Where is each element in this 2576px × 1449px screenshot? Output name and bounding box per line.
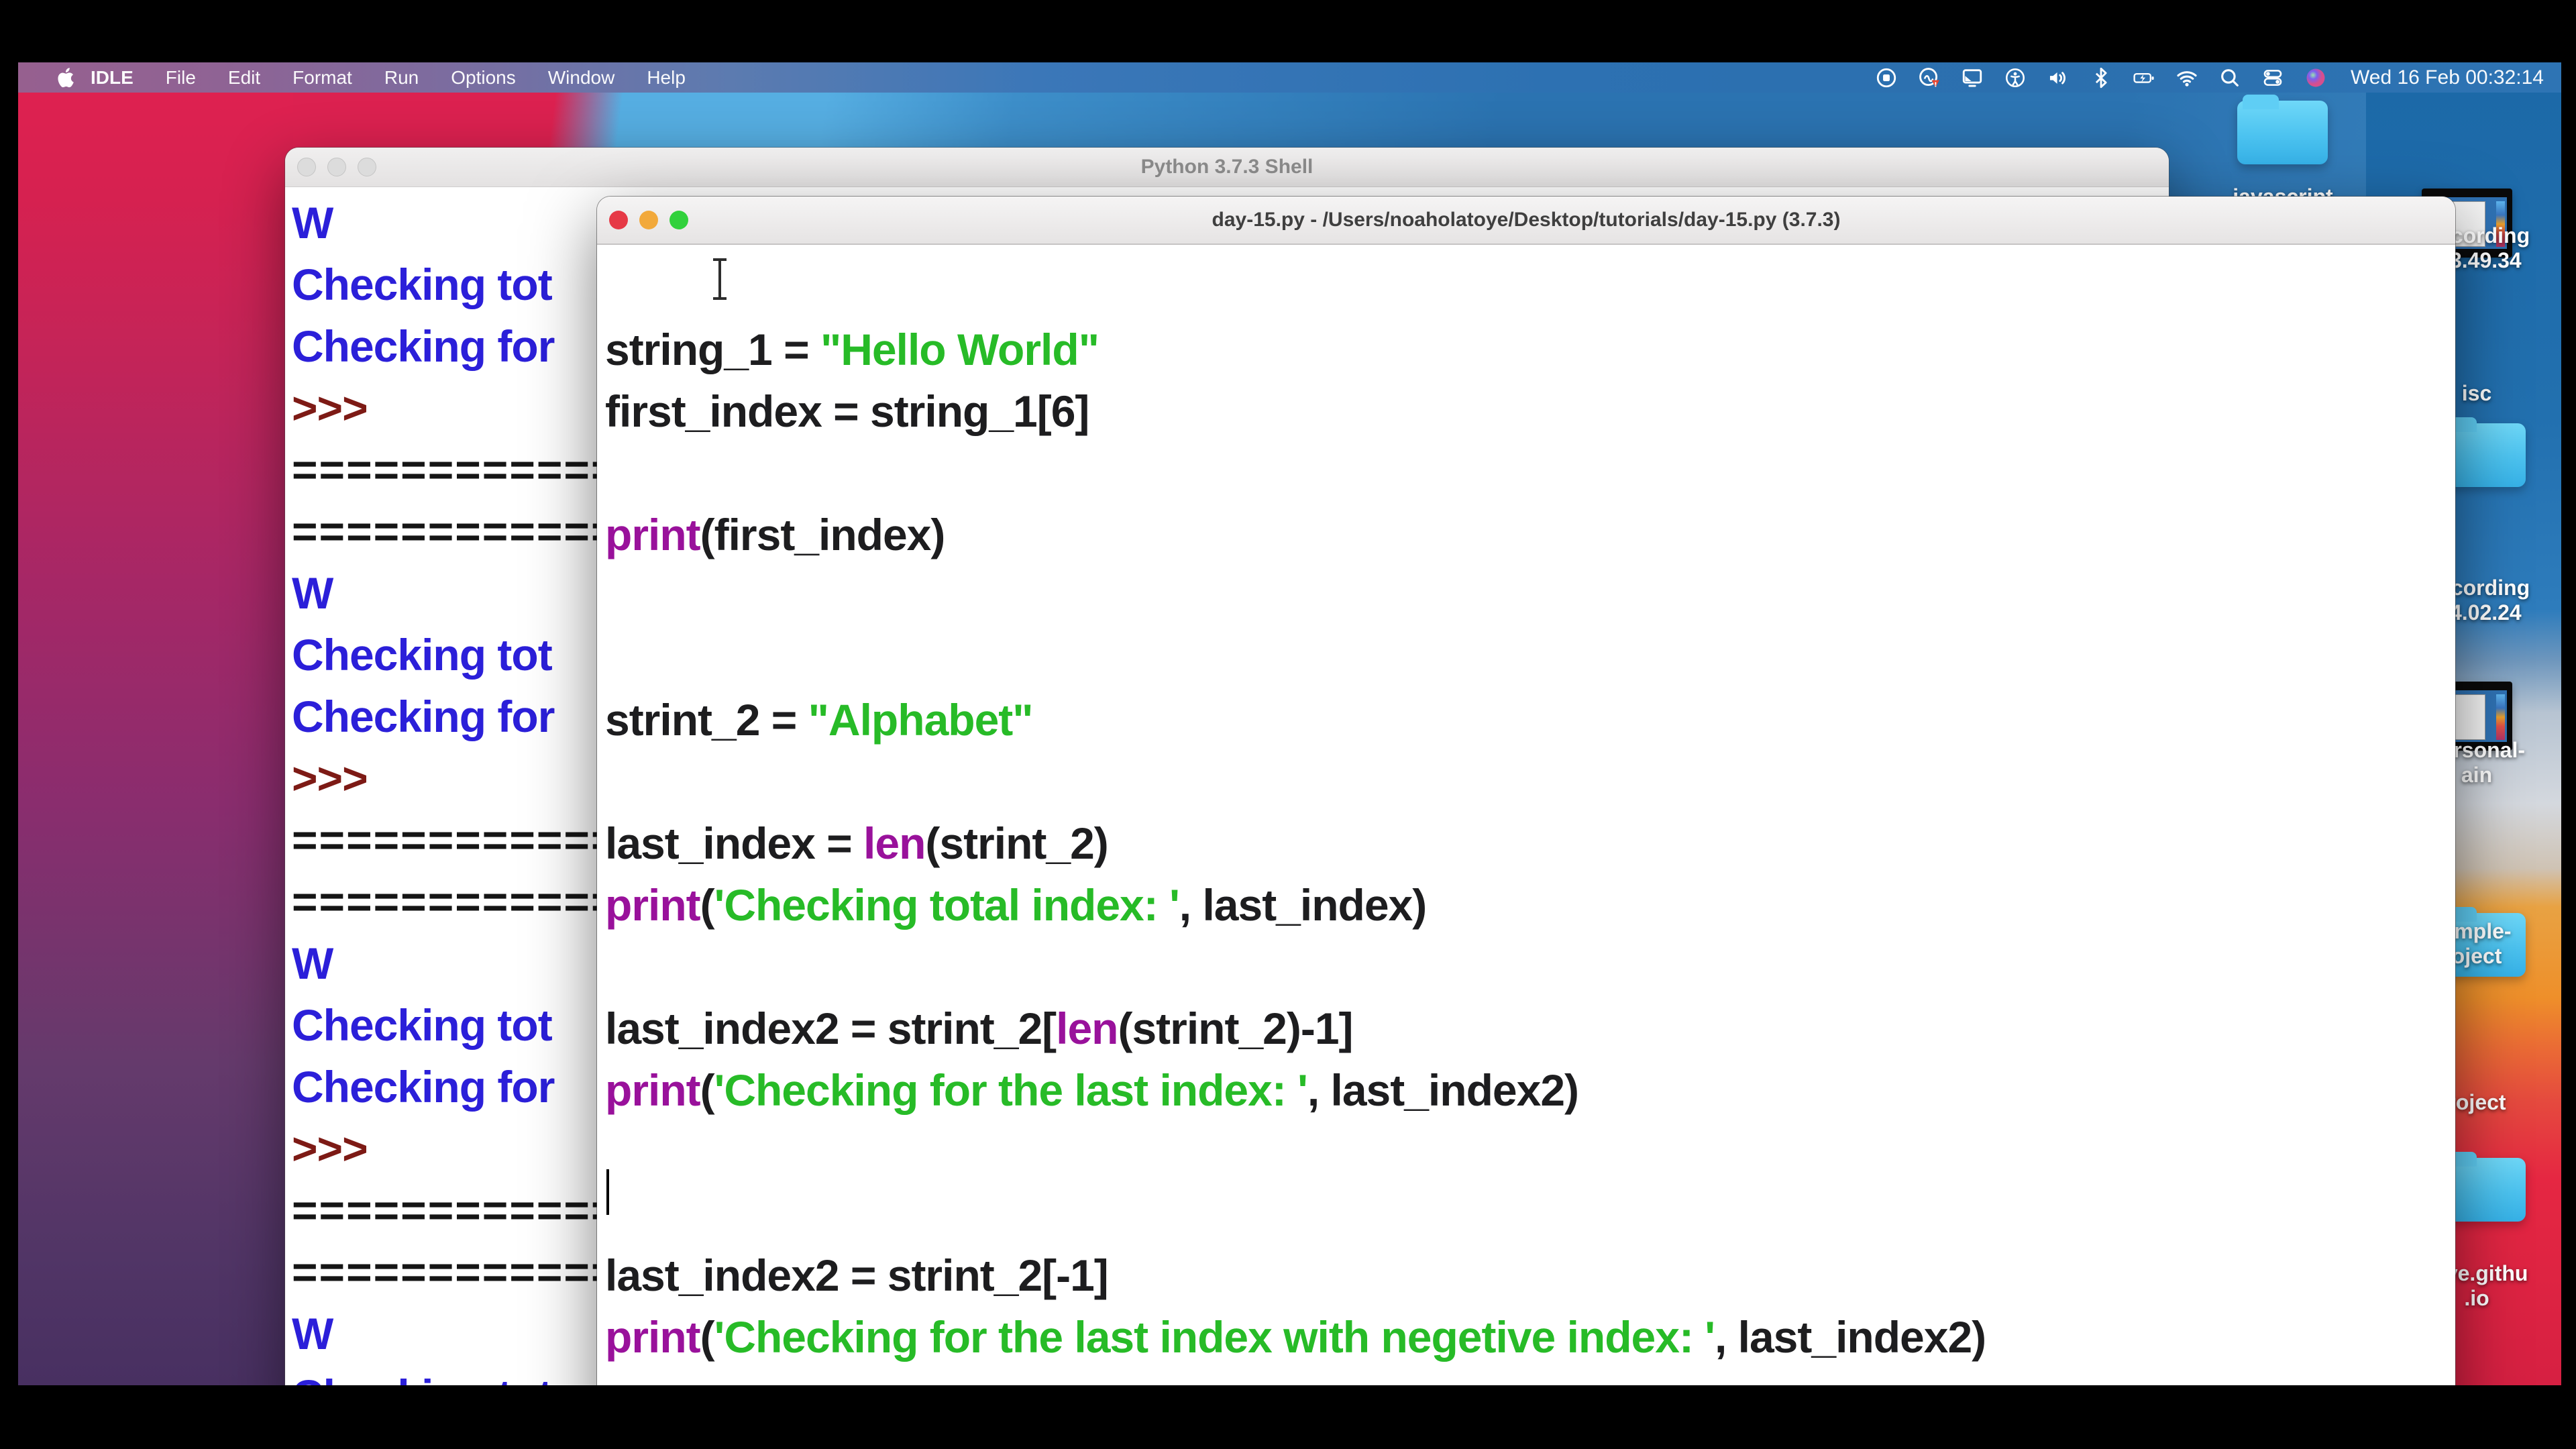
project-folder-label: roject — [2447, 1090, 2506, 1114]
javascript-folder[interactable] — [2237, 95, 2328, 164]
shell-line: Checking tot — [292, 1364, 2169, 1385]
shell-line: Checking for — [292, 1062, 555, 1112]
shell-line: ============= — [292, 506, 646, 556]
battery-charging-icon[interactable] — [2132, 66, 2156, 90]
thumbnail-dock-strip — [2496, 201, 2506, 247]
siri-icon[interactable] — [2304, 66, 2328, 90]
menu-item-file[interactable]: File — [165, 66, 196, 88]
code-line — [605, 751, 2455, 812]
code-line: print('Checking for the last index: ', l… — [605, 1065, 1579, 1115]
code-line: print('Checking total index: ', last_ind… — [605, 880, 1427, 930]
code-editor-area[interactable]: string_1 = "Hello World" first_index = s… — [597, 245, 2455, 1385]
editor-window: day-15.py - /Users/noaholatoye/Desktop/t… — [597, 197, 2455, 1385]
menu-item-run[interactable]: Run — [384, 66, 419, 88]
code-line: strint_2 = "Alphabet" — [605, 695, 1034, 745]
display-icon[interactable] — [1960, 66, 1984, 90]
desktop-screen: IDLE File Edit Format Run Options Window… — [18, 62, 2561, 1385]
editor-title-bar[interactable]: day-15.py - /Users/noaholatoye/Desktop/t… — [597, 197, 2455, 245]
code-line — [605, 1183, 2455, 1244]
editor-zoom-button[interactable] — [669, 211, 688, 229]
apple-menu-icon[interactable] — [57, 67, 74, 88]
wifi-icon[interactable] — [2175, 66, 2199, 90]
editor-window-title: day-15.py - /Users/noaholatoye/Desktop/t… — [1212, 209, 1841, 231]
menu-item-window[interactable]: Window — [547, 66, 615, 88]
shell-line: ============= — [292, 1247, 646, 1297]
shell-line: >>> — [292, 383, 368, 433]
menu-item-idle[interactable]: IDLE — [91, 66, 133, 88]
code-line: first_index = string_1[6] — [605, 386, 1089, 436]
shell-line: ============= — [292, 1185, 646, 1235]
menu-item-help[interactable]: Help — [647, 66, 686, 88]
menu-bar: IDLE File Edit Format Run Options Window… — [18, 62, 2561, 93]
shell-line: Checking for — [292, 321, 555, 371]
shell-title-bar[interactable]: Python 3.7.3 Shell — [285, 148, 2169, 187]
menu-item-edit[interactable]: Edit — [227, 66, 261, 88]
adobe-creative-cloud-icon[interactable] — [1917, 66, 1941, 90]
sample-project-label-line2: oject — [2451, 944, 2502, 968]
code-line — [605, 627, 2455, 689]
spotlight-search-icon[interactable] — [2218, 66, 2242, 90]
menu-item-options[interactable]: Options — [451, 66, 516, 88]
code-line — [605, 936, 2455, 998]
shell-line: Checking for — [292, 692, 555, 741]
code-line — [605, 566, 2455, 627]
shell-line: >>> — [292, 1124, 368, 1173]
shell-line: ============= — [292, 877, 646, 926]
code-line — [605, 1121, 2455, 1183]
code-line: last_index = len(strint_2) — [605, 818, 1109, 868]
shell-zoom-button[interactable] — [358, 158, 376, 176]
shell-line: W — [292, 938, 333, 988]
code-line: string_1 = "Hello World" — [605, 325, 1099, 374]
shell-line: Checking tot — [292, 1000, 553, 1050]
shell-line: ============= — [292, 815, 646, 865]
wallpaper-left — [18, 93, 293, 1385]
shell-window-title: Python 3.7.3 Shell — [1140, 156, 1313, 178]
personal-folder-label-line2: ain — [2461, 763, 2493, 787]
misc-folder-label: isc — [2461, 381, 2492, 405]
volume-icon[interactable] — [2046, 66, 2070, 90]
accessibility-icon[interactable] — [2003, 66, 2027, 90]
shell-line: W — [292, 568, 333, 618]
editor-close-button[interactable] — [609, 211, 628, 229]
github-folder-label-line2: .io — [2464, 1286, 2489, 1310]
shell-line: >>> — [292, 753, 368, 803]
code-line: print('Checking for the last index with … — [605, 1312, 1986, 1362]
code-line: last_index2 = strint_2[-1] — [605, 1250, 1109, 1300]
shell-close-button[interactable] — [297, 158, 316, 176]
shell-line: W — [292, 1309, 333, 1358]
code-line: print(first_index) — [605, 510, 945, 559]
code-line — [605, 442, 2455, 504]
menu-item-format[interactable]: Format — [292, 66, 352, 88]
editor-minimize-button[interactable] — [639, 211, 658, 229]
menu-bar-clock[interactable]: Wed 16 Feb 00:32:14 — [2351, 66, 2544, 89]
ibeam-mouse-cursor — [710, 258, 730, 300]
shell-line: W — [292, 198, 333, 248]
shell-line: Checking tot — [292, 260, 553, 309]
text-insertion-caret — [606, 1169, 609, 1215]
control-center-icon[interactable] — [2261, 66, 2285, 90]
shell-minimize-button[interactable] — [327, 158, 346, 176]
code-line: last_index2 = strint_2[len(strint_2)-1] — [605, 1004, 1354, 1053]
shell-line: ============= — [292, 445, 646, 494]
thumbnail-dock-strip — [2496, 694, 2506, 740]
screen-recording-stop-icon[interactable] — [1874, 66, 1898, 90]
shell-line: Checking tot — [292, 630, 553, 680]
bluetooth-icon[interactable] — [2089, 66, 2113, 90]
